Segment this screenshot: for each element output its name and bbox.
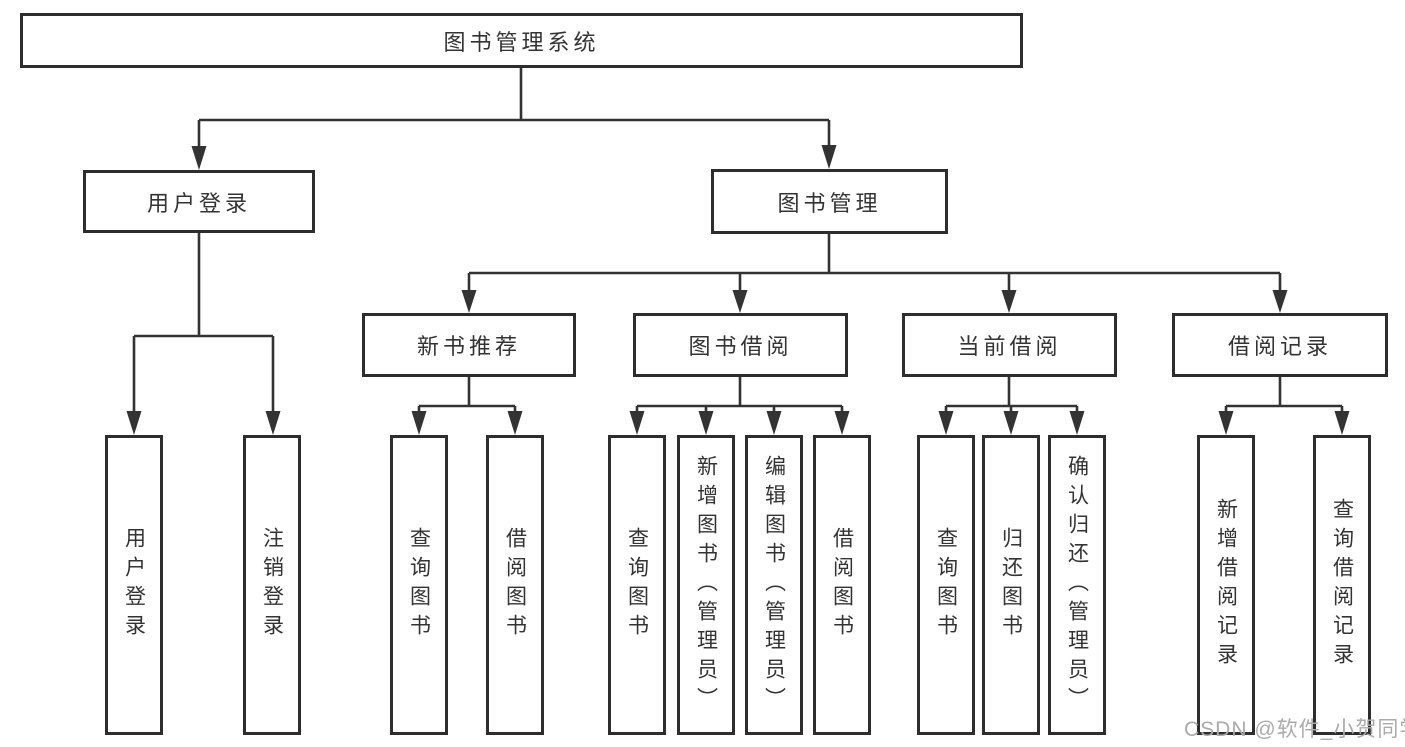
leaf-user-login: 用户登录 [105,435,163,735]
leaf-query-books-borrow-label: 查询图书 [625,527,649,643]
leaf-return-books-label: 归还图书 [999,527,1023,643]
leaf-confirm-return-admin-label: 确认归还（管理员） [1065,454,1089,716]
node-current-borrow: 当前借阅 [902,313,1117,377]
leaf-query-borrow-record: 查询借阅记录 [1313,435,1371,735]
leaf-query-books-recommend-label: 查询图书 [407,527,431,643]
leaf-confirm-return-admin: 确认归还（管理员） [1048,435,1106,735]
node-root-label: 图书管理系统 [443,29,600,55]
node-book-management: 图书管理 [711,169,948,234]
node-new-book-recommend: 新书推荐 [362,313,576,377]
leaf-edit-books-admin-label: 编辑图书（管理员） [762,454,786,716]
node-borrow-records-label: 借阅记录 [1227,334,1332,359]
leaf-query-books-borrow: 查询图书 [608,435,666,735]
leaf-logout-label: 注销登录 [260,527,284,643]
node-new-book-recommend-label: 新书推荐 [416,334,521,359]
leaf-logout: 注销登录 [243,435,301,735]
leaf-query-books-recommend: 查询图书 [390,435,448,735]
leaf-query-borrow-record-label: 查询借阅记录 [1330,498,1354,672]
node-user-login-label: 用户登录 [146,190,251,216]
leaf-add-borrow-record-label: 新增借阅记录 [1214,498,1238,672]
node-user-login: 用户登录 [83,170,315,233]
leaf-borrow-books: 借阅图书 [813,435,871,735]
leaf-borrow-books-label: 借阅图书 [830,527,854,643]
leaf-user-login-label: 用户登录 [122,527,146,643]
leaf-query-books-current: 查询图书 [917,435,975,735]
node-borrow-records: 借阅记录 [1172,313,1388,377]
leaf-add-borrow-record: 新增借阅记录 [1197,435,1255,735]
leaf-edit-books-admin: 编辑图书（管理员） [745,435,803,735]
arrowheads [126,145,1350,435]
leaf-return-books: 归还图书 [982,435,1040,735]
node-book-borrow-label: 图书借阅 [688,334,793,359]
leaf-add-books-admin-label: 新增图书（管理员） [694,454,718,716]
node-book-borrow: 图书借阅 [633,313,848,377]
leaf-query-books-current-label: 查询图书 [934,527,958,643]
leaf-borrow-books-recommend: 借阅图书 [486,435,544,735]
leaf-borrow-books-recommend-label: 借阅图书 [503,527,527,643]
leaf-add-books-admin: 新增图书（管理员） [677,435,735,735]
node-book-management-label: 图书管理 [777,190,882,216]
node-root: 图书管理系统 [20,13,1023,68]
csdn-watermark: CSDN @软件_小贺同学 [1184,718,1405,741]
node-current-borrow-label: 当前借阅 [957,334,1062,359]
